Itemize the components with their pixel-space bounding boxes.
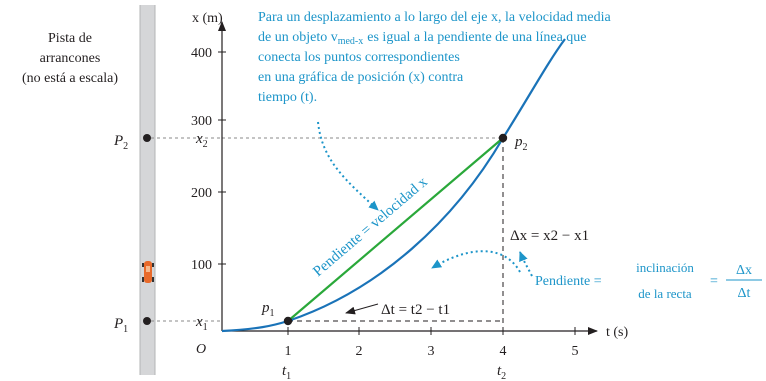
track-label-3: (no está a escala): [22, 71, 118, 86]
guide-lines: [151, 137, 503, 322]
delta-x-label: Δx = x2 − x1: [510, 228, 589, 244]
description-line-4: en una gráfica de posición (x) contra: [258, 70, 464, 85]
axis-ticks: [218, 51, 576, 335]
car-icon: [142, 261, 154, 283]
description-line-5: tiempo (t).: [258, 90, 317, 105]
p2-track-letter: P: [113, 133, 123, 149]
x1-label: x1: [195, 314, 208, 333]
y-tick-300: 300: [191, 114, 212, 129]
x-tick-3: 3: [428, 344, 435, 359]
y-tick-400: 400: [191, 46, 212, 61]
slope-def-numerator: inclinación: [636, 260, 694, 275]
slope-def-equals: =: [710, 274, 718, 289]
description-arrow: [317, 121, 379, 211]
t1-label: t1: [282, 363, 291, 381]
y-axis-label: x (m): [192, 11, 223, 26]
track-label-2: arrancones: [40, 51, 101, 66]
secant-line: [287, 137, 504, 322]
description: Para un desplazamiento a lo largo del ej…: [258, 10, 612, 105]
point-p2: [498, 133, 508, 143]
description-line-2-b: es igual a la pendiente de una línea que: [367, 30, 586, 45]
p2-track-label: P2: [113, 133, 128, 152]
slope-arrow-up: [519, 251, 533, 277]
y-tick-200: 200: [191, 186, 212, 201]
y-tick-100: 100: [191, 258, 212, 273]
point-p1: [283, 316, 293, 326]
x-tick-5: 5: [572, 344, 579, 359]
delta-guides: [288, 138, 504, 330]
slope-def-denominator: de la recta: [638, 286, 692, 301]
slope-velocity-label: Pendiente = velocidad x: [310, 174, 431, 280]
slope-frac-den: Δt: [738, 286, 751, 301]
delta-t-label: Δt = t2 − t1: [381, 302, 450, 318]
p2-track-dot: [143, 134, 151, 142]
origin-label: O: [196, 342, 206, 357]
x-tick-1: 1: [285, 344, 292, 359]
slope-definition: Pendiente = inclinación de la recta = Δx…: [535, 260, 762, 301]
track-label-1: Pista de: [48, 31, 92, 46]
description-line-3: conecta los puntos correspondientes: [258, 50, 460, 65]
drag-strip: [139, 5, 156, 375]
t2-label: t2: [497, 363, 506, 381]
p2-label: p2: [514, 134, 528, 153]
description-line-1: Para un desplazamiento a lo largo del ej…: [258, 10, 612, 25]
position-curve: [221, 38, 566, 333]
p1-track-label: P1: [113, 316, 128, 335]
description-subscript: med-x: [338, 36, 364, 47]
p1-label: p1: [261, 300, 275, 319]
x-axis-label: t (s): [606, 325, 629, 340]
slope-def-prefix: Pendiente =: [535, 274, 602, 289]
delta-t-arrow: [345, 303, 379, 315]
x2-label: x2: [195, 131, 208, 150]
x-tick-4: 4: [500, 344, 507, 359]
slope-frac-num: Δx: [736, 263, 752, 278]
slope-arrow-left: [431, 250, 521, 273]
track-strip: [140, 5, 155, 375]
x-tick-2: 2: [356, 344, 363, 359]
p1-track-dot: [143, 317, 151, 325]
description-line-2-a: de un objeto v: [258, 30, 338, 45]
